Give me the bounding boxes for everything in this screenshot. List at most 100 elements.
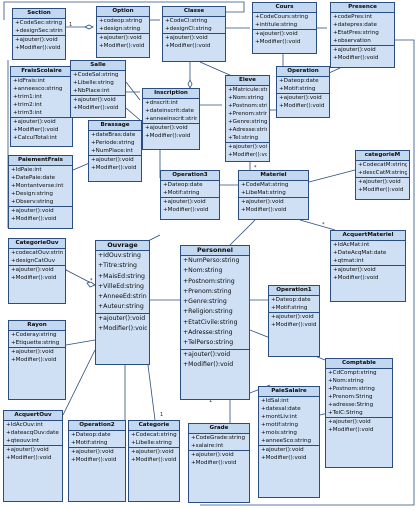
class-cours[interactable]: Cours +CodeCours:string+intitule:string … xyxy=(252,2,317,54)
class-grade[interactable]: Grade +CodeGrade:string+salaire:int +ajo… xyxy=(188,423,250,503)
operation: +Modifier():void xyxy=(183,360,234,368)
operation: +ajouter():void xyxy=(328,419,371,425)
operation: +ajouter():void xyxy=(73,97,116,103)
link-ouvrage-categorie xyxy=(147,364,156,421)
link-acquertouv-ouvrage xyxy=(62,349,96,416)
class-name: Operation2 xyxy=(69,421,125,431)
attribute: +NbPlace:int xyxy=(73,88,110,94)
attribute: +motif:string xyxy=(261,422,299,428)
attribute: +Design:string xyxy=(11,191,53,197)
class-paiementfrais[interactable]: PaiementFrais +IdPaie:int+DatePaie:date+… xyxy=(8,155,73,229)
class-name: Option xyxy=(97,7,149,17)
attribute: +descCatM:string xyxy=(358,170,407,176)
mult-label: * xyxy=(90,278,93,284)
attribute: +CodeCl:string xyxy=(165,18,208,24)
link-materiel-categoriem xyxy=(308,169,356,183)
attribute: +designCatOuv xyxy=(11,258,56,264)
operation: +Modifier():void xyxy=(358,187,404,193)
class-presence[interactable]: Presence +codePres:int+datepres:date+Eta… xyxy=(330,2,395,68)
class-fraisscolaire[interactable]: FraisScolaire +idFrais:int+anneesco:stri… xyxy=(10,66,73,147)
link-materiel-personnel xyxy=(229,219,256,246)
class-salle[interactable]: Salle +CodeSal:string+Libelle:string+NbP… xyxy=(70,60,126,118)
attribute: +Genre:string xyxy=(183,298,227,306)
operation: +CalculTotal:int xyxy=(13,135,57,141)
attribute: +Dateop:date xyxy=(271,297,311,303)
class-materiel[interactable]: Materiel +CodeMat:string+LibeMat:string … xyxy=(238,170,309,220)
operation: +Modifier():void xyxy=(241,207,287,213)
class-ouvrage[interactable]: Ouvrage +IdOuv:string+Titre:string+MaisE… xyxy=(95,240,150,365)
class-operation1[interactable]: Operation1 +Dateop:date+Motif:string +aj… xyxy=(268,285,320,357)
class-classe[interactable]: Classe +CodeCl:string+designCl:string +a… xyxy=(162,6,226,62)
operation: +ajouter():void xyxy=(6,447,49,453)
attribute: +anneeSco:string xyxy=(261,438,312,444)
class-section[interactable]: Section +CodeSec:string+designSec:string… xyxy=(12,8,66,60)
class-eleve[interactable]: Eleve +Matricule:string+Nom:string+Postn… xyxy=(225,75,270,162)
operation: +Modifier():void xyxy=(279,103,325,109)
class-name: Ouvrage xyxy=(96,241,149,251)
attribute: +Nom:string xyxy=(183,267,223,275)
attribute: +EtatCivile:string xyxy=(183,318,238,326)
class-name: PaiementFrais xyxy=(9,156,72,166)
operation: +ajouter():void xyxy=(183,350,231,358)
class-name: Brassage xyxy=(89,121,141,131)
attribute: +montLiv:int xyxy=(261,414,298,420)
class-name: Cours xyxy=(253,3,316,13)
attribute: +Libelle:string xyxy=(131,440,172,446)
attribute: +Nom:string xyxy=(228,95,264,101)
attribute: +observation xyxy=(333,38,371,44)
attribute: +intitule:string xyxy=(255,22,298,28)
link-materiel-acquert xyxy=(299,219,336,231)
operation: +Modifier():void xyxy=(71,457,117,463)
attribute: +anneesco:string xyxy=(13,86,63,92)
class-rayon[interactable]: Rayon +Coderay:string+Etiquette:string +… xyxy=(8,320,66,400)
class-name: Presence xyxy=(331,3,394,13)
attribute: +idFrais:int xyxy=(13,78,45,84)
class-operation[interactable]: Operation +Dateop:date+Motif:string +ajo… xyxy=(276,66,330,118)
class-operation3[interactable]: Operation3 +Dateop:date+Motif:string +aj… xyxy=(160,170,220,220)
mult-label: 1 xyxy=(160,412,164,418)
operation: +Modifier():void xyxy=(328,427,374,433)
operation: +Modifier():void xyxy=(6,455,52,461)
operation: +ajouter():void xyxy=(11,349,54,355)
class-categoriem[interactable]: categorieM +CodecatM:string+descCatM:str… xyxy=(355,150,410,200)
attribute: +Montantverse:int xyxy=(11,183,64,189)
class-name: Grade xyxy=(189,424,249,434)
operation: +ajouter():void xyxy=(98,314,146,322)
attribute: +Libelle:string xyxy=(73,80,114,86)
class-paiesalaire[interactable]: PaieSalaire +IdSal:int+datesal:date+mont… xyxy=(258,386,320,498)
class-categorie[interactable]: Categorie +Codecat:string+Libelle:string… xyxy=(128,420,180,502)
class-inscription[interactable]: Inscription +dnscrit:int+dateinscrit:dat… xyxy=(142,88,200,150)
operation: +Modifier():void xyxy=(11,275,57,281)
attribute: +designSec:string xyxy=(15,28,63,34)
attribute: +Periode:string xyxy=(91,140,135,146)
attribute: +codecatOuv:string xyxy=(11,250,63,256)
attribute: +Dateop:date xyxy=(163,182,203,188)
attribute: +Observ:string xyxy=(11,199,54,205)
attribute: +LibeMat:string xyxy=(241,190,286,196)
attribute: +Postnom:string xyxy=(328,386,375,392)
attribute: +IdAcOuv:int xyxy=(6,422,43,428)
class-name: Materiel xyxy=(239,171,308,181)
class-acquertouv[interactable]: AcquertOuv +IdAcOuv:int+dateacqOuv:date+… xyxy=(3,410,63,502)
class-option[interactable]: Option +codeop:string+design:string +ajo… xyxy=(96,6,150,58)
attribute: +MaisEd:string xyxy=(98,272,145,280)
attribute: +Codecat:string xyxy=(131,432,177,438)
operation: +Modifier():void xyxy=(271,322,317,328)
attribute: +trim1:int xyxy=(13,94,42,100)
class-name: CategorieOuv xyxy=(9,239,65,249)
class-operation2[interactable]: Operation2 +Dateop:date+Motif:string +aj… xyxy=(68,420,126,502)
operation: +Modifier():void xyxy=(13,127,59,133)
class-personnel[interactable]: Personnel +NumPerso:string+Nom:string+Po… xyxy=(180,245,250,400)
class-acquertmateriel[interactable]: AcquertMateriel +IdAcMat:int+DateAcqMat:… xyxy=(330,230,406,302)
class-brassage[interactable]: Brassage +dateBras:date+Periode:string+N… xyxy=(88,120,142,182)
attribute: +Prenom:string xyxy=(228,111,267,117)
attribute: +CodeCours:string xyxy=(255,14,309,20)
operation: +Modifier():void xyxy=(333,275,379,281)
class-categorieouv[interactable]: CategorieOuv +codecatOuv:string +designCa… xyxy=(8,238,66,304)
mult-label: 1 xyxy=(69,22,73,28)
attribute: +codePres:int xyxy=(333,14,373,20)
link-salle-inscription xyxy=(125,81,141,101)
class-comptable[interactable]: Comptable +CdCompt:string+Nom:string+Pos… xyxy=(325,358,393,468)
attribute: +dateBras:date xyxy=(91,132,136,138)
attribute: +Adresse:string xyxy=(228,127,267,133)
